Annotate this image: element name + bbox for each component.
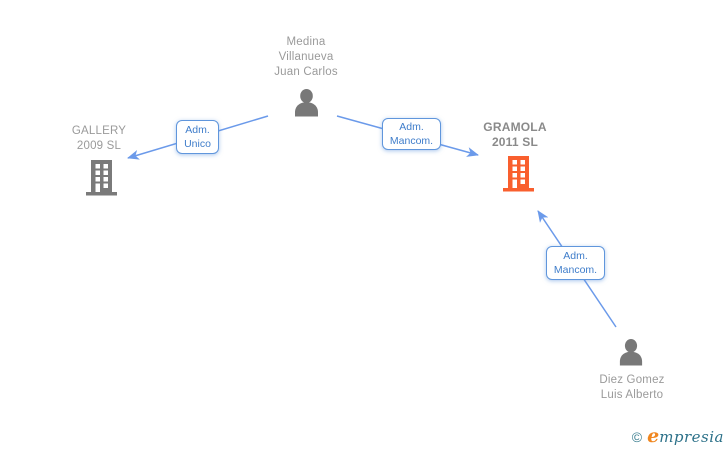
node-person-diez[interactable]: Diez Gomez Luis Alberto (560, 373, 704, 403)
node-company-gallery[interactable]: GALLERY 2009 SL (29, 124, 169, 154)
edge-label-adm-unico[interactable]: Adm. Unico (176, 120, 219, 154)
node-person-medina[interactable]: Medina Villanueva Juan Carlos (234, 35, 378, 80)
edge-label-line: Adm. (185, 124, 210, 136)
person-name-line: Diez Gomez (599, 374, 665, 386)
brand-name: mpresia (659, 428, 724, 446)
company-name-line: GALLERY (71, 125, 127, 137)
building-icon (86, 160, 117, 196)
brand-logo[interactable]: © e mpresia (632, 425, 724, 447)
node-person-diez-icon[interactable] (617, 339, 645, 367)
node-company-gramola[interactable]: GRAMOLA 2011 SL (441, 120, 589, 150)
person-name: Diez Gomez Luis Alberto (560, 373, 704, 403)
company-name-line: GRAMOLA (483, 120, 547, 134)
node-company-gallery-icon[interactable] (85, 159, 118, 196)
brand-initial: e (647, 425, 660, 447)
edge-label-line: Adm. (563, 250, 588, 262)
edge-label-line: Mancom. (389, 135, 434, 147)
copyright-icon: © (631, 429, 643, 445)
company-name-line: 2009 SL (76, 140, 122, 152)
person-name-line: Villanueva (278, 51, 334, 63)
edge-label-line: Adm. (399, 121, 424, 133)
edge-label-line: Mancom. (553, 264, 598, 276)
node-company-gramola-icon[interactable] (502, 155, 535, 192)
node-person-medina-icon[interactable] (292, 89, 321, 118)
person-name-line: Medina (286, 36, 326, 48)
edge-label-line: Unico (184, 138, 211, 150)
edge-label-adm-mancom-top[interactable]: Adm. Mancom. (382, 118, 441, 150)
person-name: Medina Villanueva Juan Carlos (234, 35, 378, 80)
person-name-line: Juan Carlos (274, 66, 338, 78)
edge-label-adm-mancom-bottom[interactable]: Adm. Mancom. (546, 246, 605, 280)
company-name-line: 2011 SL (491, 135, 539, 149)
company-name: GRAMOLA 2011 SL (441, 120, 589, 150)
building-icon (503, 156, 534, 192)
person-name-line: Luis Alberto (600, 389, 664, 401)
person-icon (619, 339, 643, 366)
company-name: GALLERY 2009 SL (29, 124, 169, 154)
person-icon (295, 89, 318, 117)
